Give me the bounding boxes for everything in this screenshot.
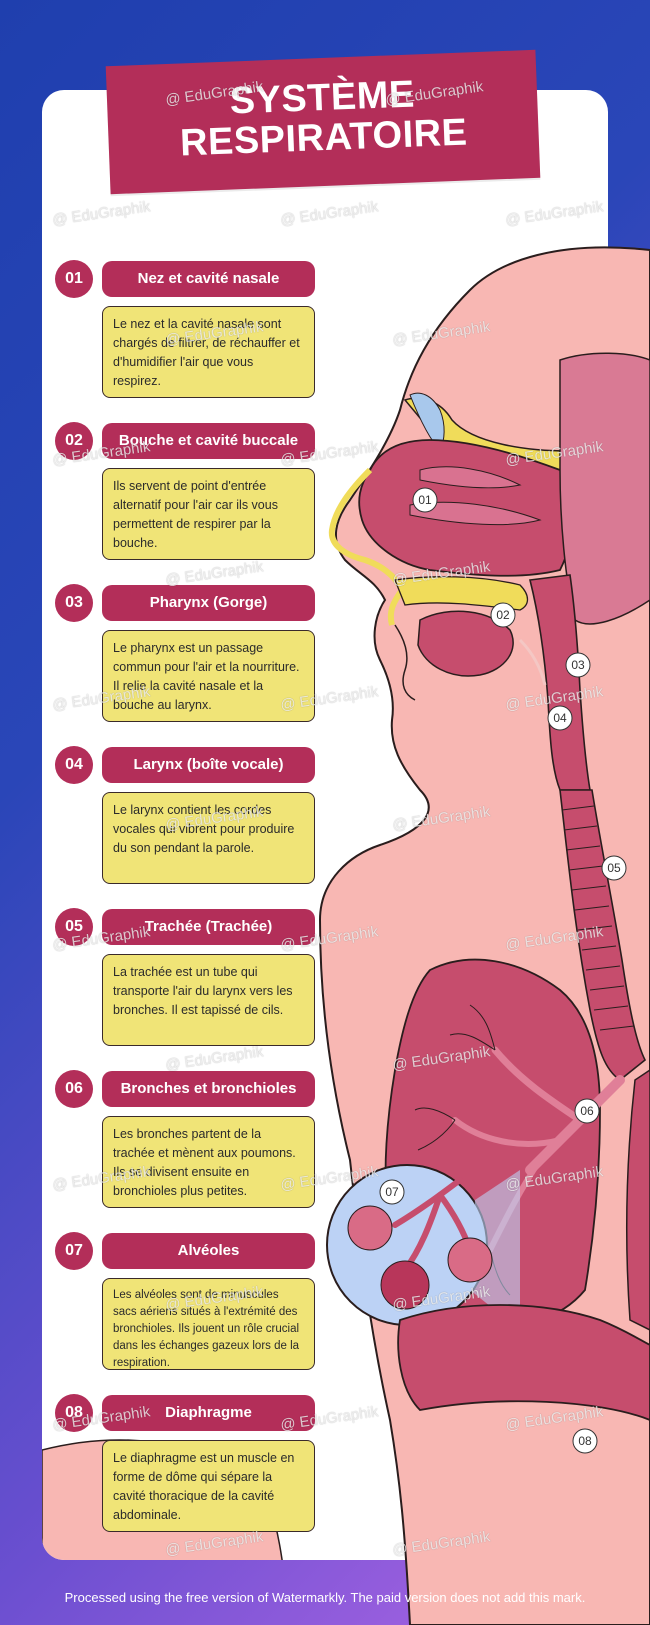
marker-08: 08 <box>578 1434 592 1448</box>
magnifier-connector <box>470 1170 520 1330</box>
item-number-04: 04 <box>55 746 93 784</box>
item-number-08: 08 <box>55 1394 93 1432</box>
item-number-01: 01 <box>55 260 93 298</box>
item-number-02: 02 <box>55 422 93 460</box>
item-label-alveoli: Alvéoles <box>102 1233 315 1269</box>
item-desc-nose: Le nez et la cavité nasale sont chargés … <box>102 306 315 398</box>
nasal-turbinate-2 <box>409 501 542 526</box>
item-desc-pharynx: Le pharynx est un passage commun pour l'… <box>102 630 315 722</box>
nasal-turbinate-1 <box>419 466 522 489</box>
lung-right <box>625 1069 650 1331</box>
sinus-blue <box>409 392 445 451</box>
item-label-nose: Nez et cavité nasale <box>102 261 315 297</box>
palate <box>394 576 529 611</box>
item-number-07: 07 <box>55 1232 93 1270</box>
item-label-larynx: Larynx (boîte vocale) <box>102 747 315 783</box>
item-number-06: 06 <box>55 1070 93 1108</box>
marker-07: 07 <box>385 1185 399 1199</box>
trachea-rings <box>561 805 635 1031</box>
tongue <box>417 610 514 677</box>
epiglottis <box>518 638 547 686</box>
lips <box>394 624 416 701</box>
marker-03: 03 <box>571 658 585 672</box>
item-label-mouth: Bouche et cavité buccale <box>102 423 315 459</box>
alveoli-clusters <box>347 1205 493 1310</box>
skull-region <box>559 352 650 625</box>
item-label-pharynx: Pharynx (Gorge) <box>102 585 315 621</box>
item-label-diaphragm: Diaphragme <box>102 1395 315 1431</box>
nose-outline <box>328 467 406 626</box>
item-number-05: 05 <box>55 908 93 946</box>
item-desc-bronchi: Les bronches partent de la trachée et mè… <box>102 1116 315 1208</box>
marker-04: 04 <box>553 711 567 725</box>
item-desc-diaphragm: Le diaphragme est un muscle en forme de … <box>102 1440 315 1532</box>
item-label-bronchi: Bronches et bronchioles <box>102 1071 315 1107</box>
item-label-trachea: Trachée (Trachée) <box>102 909 315 945</box>
footer-notice: Processed using the free version of Wate… <box>64 1590 586 1605</box>
marker-06: 06 <box>580 1104 594 1118</box>
item-desc-larynx: Le larynx contient les cordes vocales qu… <box>102 792 315 884</box>
marker-02: 02 <box>496 608 510 622</box>
item-desc-trachea: La trachée est un tube qui transporte l'… <box>102 954 315 1046</box>
item-desc-alveoli: Les alvéoles sont de minuscules sacs aér… <box>102 1278 315 1370</box>
item-number-03: 03 <box>55 584 93 622</box>
trachea <box>559 789 647 1081</box>
marker-05: 05 <box>607 861 621 875</box>
item-desc-mouth: Ils servent de point d'entrée alternatif… <box>102 468 315 560</box>
marker-01: 01 <box>418 493 432 507</box>
diagram-markers: 01 02 03 04 05 06 07 08 <box>379 487 627 1454</box>
